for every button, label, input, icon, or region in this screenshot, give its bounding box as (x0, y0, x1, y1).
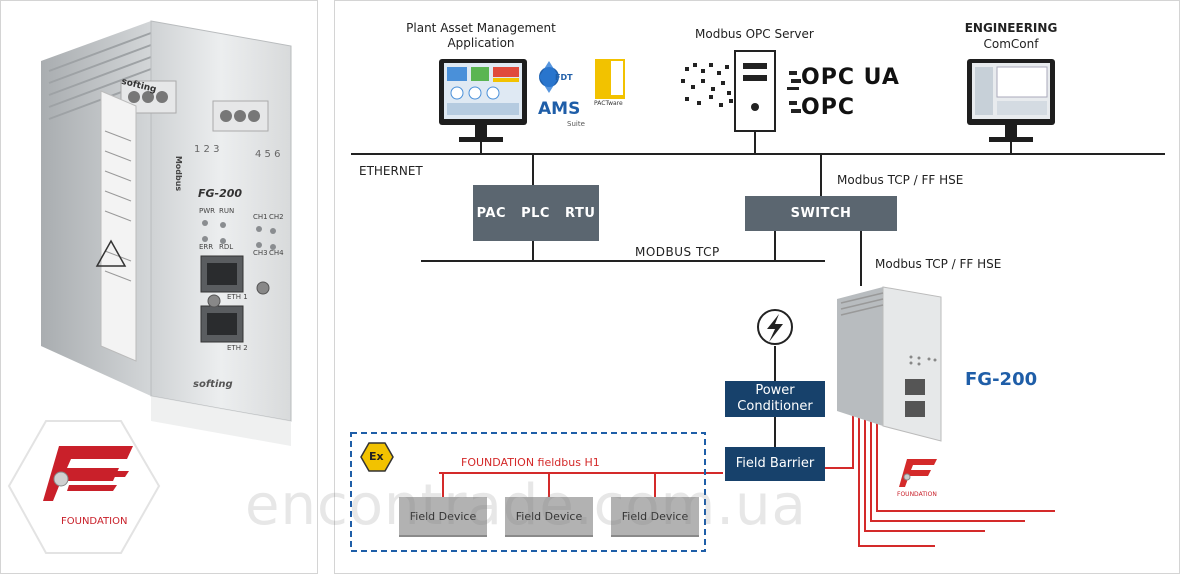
opc-label: OPC (801, 95, 855, 120)
field-device-3: Field Device (611, 497, 699, 537)
foundation-logo (7, 420, 161, 554)
watermark-text: encontrade.com.ua (245, 473, 807, 538)
device-rdl-label: RDL (219, 243, 234, 251)
device-terminals-right: 4 5 6 (255, 149, 281, 160)
ams-label: AMS (538, 99, 581, 119)
device-run-label: RUN (219, 207, 235, 215)
device-eth1-label: ETH 1 (227, 293, 248, 301)
device-ch4-label: CH4 (269, 249, 284, 257)
device-ch3-label: CH3 (253, 249, 268, 257)
device-err-label: ERR (199, 243, 214, 251)
comconf-label: ComConf (983, 37, 1039, 51)
device-brand-bottom: softing (193, 379, 233, 390)
modbus-tcp-ff-hse-label-1: Modbus TCP / FF HSE (837, 173, 964, 187)
fdt-label: FDT (555, 73, 573, 82)
modbus-tcp-label: MODBUS TCP (635, 245, 720, 259)
plant-asset-label: Plant Asset Management Application (406, 21, 556, 50)
field-device-1: Field Device (399, 497, 487, 537)
power-conditioner-box: Power Conditioner (725, 381, 825, 417)
product-photo-panel: softing 1 2 3 4 5 6 Modbus FG-200 PWR RU… (0, 0, 318, 574)
device-eth2-label: ETH 2 (227, 344, 248, 352)
ethernet-label: ETHERNET (359, 164, 423, 178)
foundation-logo-text: FOUNDATION (61, 516, 128, 527)
ams-suite-label: Suite (567, 120, 585, 128)
ex-label: Ex (369, 450, 384, 463)
device-pwr-label: PWR (199, 207, 216, 215)
server-icon (681, 50, 801, 132)
power-bolt-icon (757, 309, 793, 345)
device-model-label: FG-200 (198, 187, 243, 200)
device-ch2-label: CH2 (269, 213, 284, 221)
modbus-tcp-ff-hse-label-2: Modbus TCP / FF HSE (875, 257, 1002, 271)
fdt-logo (539, 59, 625, 99)
field-barrier-box: Field Barrier (725, 447, 825, 481)
pac-plc-rtu-box: PAC PLC RTU (473, 185, 599, 241)
fg200-small-device (837, 286, 942, 442)
field-device-2: Field Device (505, 497, 593, 537)
foundation-small-label: FOUNDATION (897, 491, 937, 498)
fg200-label: FG-200 (965, 369, 1038, 390)
switch-box: SWITCH (745, 196, 897, 231)
engineering-label: ENGINEERING (964, 21, 1058, 35)
foundation-fieldbus-label: FOUNDATION fieldbus H1 (461, 456, 600, 469)
architecture-diagram-panel: FDT PACTware AMS Suite Plant Asset Manag… (245, 0, 1180, 574)
fg200-device-illustration (41, 20, 292, 446)
network-lines (350, 131, 1165, 552)
pactware-label: PACTware (594, 100, 623, 107)
opc-ua-label: OPC UA (801, 65, 900, 90)
device-terminals-left: 1 2 3 (194, 144, 220, 155)
engineering-monitor-icon (967, 59, 1055, 142)
modbus-opc-label: Modbus OPC Server (695, 27, 814, 41)
foundation-small-logo (899, 459, 937, 487)
monitor-icon (439, 59, 527, 142)
device-ch1-label: CH1 (253, 213, 268, 221)
